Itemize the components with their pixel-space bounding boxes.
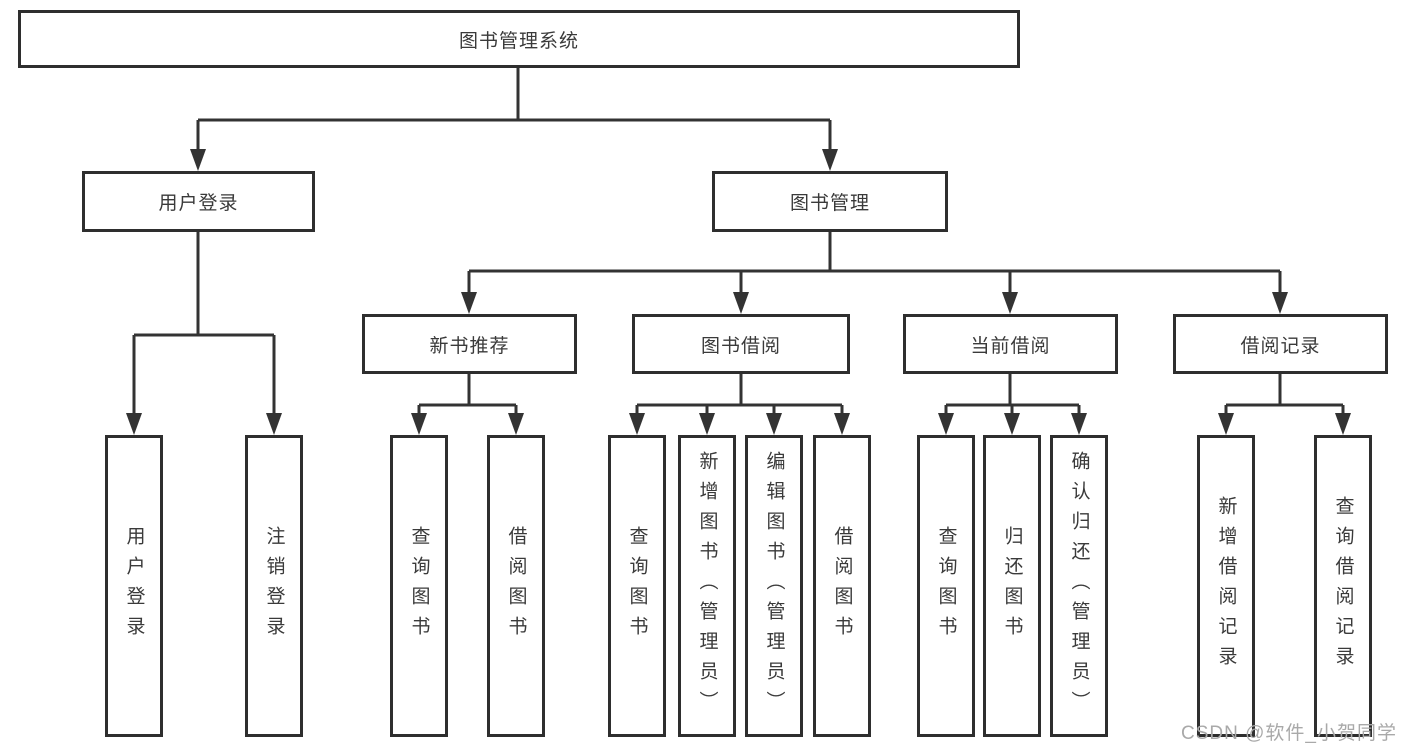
node-bb-add-book-admin: 新增图书（管理员） bbox=[678, 435, 736, 737]
node-bb-edit-book-admin-label: 编辑图书（管理员） bbox=[763, 451, 785, 721]
node-new-book-recommendation: 新书推荐 bbox=[362, 314, 577, 374]
node-cb-return-book: 归还图书 bbox=[983, 435, 1041, 737]
node-cb-confirm-return-admin-label: 确认归还（管理员） bbox=[1068, 451, 1090, 721]
node-cb-return-book-label: 归还图书 bbox=[1001, 526, 1023, 646]
node-leaf-user-login-label: 用户登录 bbox=[123, 526, 145, 646]
node-borrowing-records: 借阅记录 bbox=[1173, 314, 1388, 374]
node-br-add-record: 新增借阅记录 bbox=[1197, 435, 1255, 737]
node-bb-borrow-book: 借阅图书 bbox=[813, 435, 871, 737]
node-bb-query-book: 查询图书 bbox=[608, 435, 666, 737]
node-root-label: 图书管理系统 bbox=[458, 30, 579, 52]
node-cb-query-book: 查询图书 bbox=[917, 435, 975, 737]
node-br-query-record-label: 查询借阅记录 bbox=[1332, 496, 1354, 676]
node-rec-borrow-book-label: 借阅图书 bbox=[505, 526, 527, 646]
watermark: CSDN @软件_小贺同学 bbox=[1181, 723, 1397, 744]
node-borrowing-records-label: 借阅记录 bbox=[1240, 335, 1321, 357]
node-rec-borrow-book: 借阅图书 bbox=[487, 435, 545, 737]
node-rec-query-book-label: 查询图书 bbox=[408, 526, 430, 646]
node-user-login: 用户登录 bbox=[82, 171, 315, 232]
node-new-book-recommendation-label: 新书推荐 bbox=[429, 335, 510, 357]
node-book-borrowing: 图书借阅 bbox=[632, 314, 850, 374]
node-bb-edit-book-admin: 编辑图书（管理员） bbox=[745, 435, 803, 737]
node-leaf-user-login: 用户登录 bbox=[105, 435, 163, 737]
node-user-login-label: 用户登录 bbox=[158, 193, 239, 214]
node-cb-confirm-return-admin: 确认归还（管理员） bbox=[1050, 435, 1108, 737]
node-br-query-record: 查询借阅记录 bbox=[1314, 435, 1372, 737]
node-cb-query-book-label: 查询图书 bbox=[935, 526, 957, 646]
tree-rails bbox=[134, 68, 1343, 407]
node-leaf-logout-label: 注销登录 bbox=[263, 526, 285, 646]
node-rec-query-book: 查询图书 bbox=[390, 435, 448, 737]
node-book-management: 图书管理 bbox=[712, 171, 948, 232]
node-book-borrowing-label: 图书借阅 bbox=[700, 335, 781, 357]
node-current-borrowing-label: 当前借阅 bbox=[970, 335, 1051, 357]
node-bb-borrow-book-label: 借阅图书 bbox=[831, 526, 853, 646]
arrowheads bbox=[126, 149, 1351, 435]
node-current-borrowing: 当前借阅 bbox=[903, 314, 1118, 374]
node-bb-query-book-label: 查询图书 bbox=[626, 526, 648, 646]
arrow-stems bbox=[132, 120, 1345, 415]
node-book-management-label: 图书管理 bbox=[789, 193, 870, 214]
node-br-add-record-label: 新增借阅记录 bbox=[1215, 496, 1237, 676]
node-bb-add-book-admin-label: 新增图书（管理员） bbox=[696, 451, 718, 721]
node-leaf-logout: 注销登录 bbox=[245, 435, 303, 737]
node-root: 图书管理系统 bbox=[18, 10, 1020, 68]
